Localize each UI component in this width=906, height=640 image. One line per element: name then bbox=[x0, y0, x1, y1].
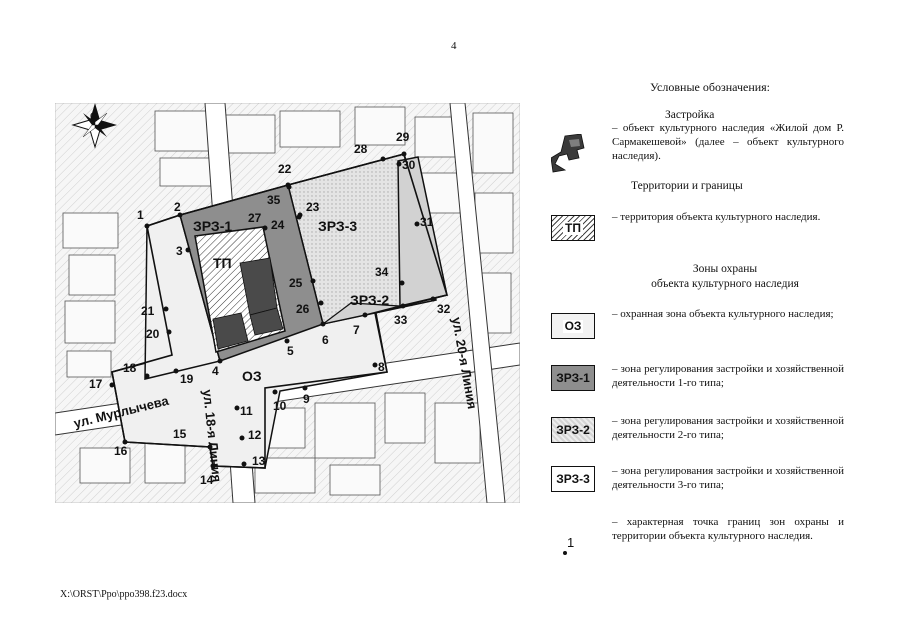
point-15: 15 bbox=[173, 427, 187, 441]
heritage-building-icon bbox=[551, 134, 585, 173]
point-17: 17 bbox=[89, 377, 103, 391]
point-7: 7 bbox=[353, 323, 360, 337]
point-24: 24 bbox=[271, 218, 285, 232]
zones-header-line2: объекта культурного наследия bbox=[651, 278, 799, 290]
legend-title: Условные обозначения: bbox=[650, 80, 771, 94]
point-33: 33 bbox=[394, 313, 408, 327]
label-oz: ОЗ bbox=[242, 368, 262, 384]
point-3: 3 bbox=[176, 244, 183, 258]
point-21: 21 bbox=[141, 304, 155, 318]
point-legend-label: 1 bbox=[567, 535, 575, 550]
oz-legend-swatch: ОЗ bbox=[551, 313, 595, 339]
boundary-points: 1 2 3 4 5 6 7 8 9 10 11 12 13 14 15 16 1… bbox=[89, 130, 451, 487]
zones-header: Зоны охраны объекта культурного наследия bbox=[618, 262, 832, 292]
point-32: 32 bbox=[437, 302, 451, 316]
point-27: 27 bbox=[248, 211, 262, 225]
compass-label: С bbox=[90, 111, 97, 121]
tp-description: – территория объекта культурного наследи… bbox=[612, 211, 821, 223]
point-14: 14 bbox=[200, 473, 214, 487]
cadastre-blocks bbox=[62, 106, 514, 496]
file-path-footer: X:\ORST\Ppo\ppo398.f23.docx bbox=[60, 589, 188, 600]
oz-description: – охранная зона объекта культурного насл… bbox=[612, 308, 834, 320]
point-30: 30 bbox=[402, 158, 416, 172]
point-4: 4 bbox=[212, 364, 219, 378]
zrz1-legend-swatch: ЗРЗ-1 bbox=[551, 365, 595, 391]
point-34: 34 bbox=[375, 265, 389, 279]
point-18: 18 bbox=[123, 361, 137, 375]
boundary-line bbox=[111, 153, 449, 469]
point-22: 22 bbox=[278, 162, 292, 176]
zone-map: С ул. Мурлычева ул. 18-я Линия ул. 20-я … bbox=[55, 103, 520, 503]
point-8: 8 bbox=[378, 360, 385, 374]
point-12: 12 bbox=[248, 428, 262, 442]
point-10: 10 bbox=[273, 399, 287, 413]
point-20: 20 bbox=[146, 327, 160, 341]
building-description: – объект культурного наследия «Жилой дом… bbox=[612, 122, 844, 162]
point-6: 6 bbox=[322, 333, 329, 347]
zrz3-legend-swatch: ЗРЗ-3 bbox=[551, 466, 595, 492]
point-25: 25 bbox=[289, 276, 303, 290]
point-9: 9 bbox=[303, 392, 310, 406]
label-zrz2: ЗРЗ-2 bbox=[350, 292, 389, 308]
zones-header-line1: Зоны охраны bbox=[692, 263, 758, 275]
zrz2-legend-swatch: ЗРЗ-2 bbox=[551, 417, 595, 443]
zrz1-description: – зона регулирования застройки и хозяйст… bbox=[612, 363, 844, 389]
point-29: 29 bbox=[396, 130, 410, 144]
label-zrz1: ЗРЗ-1 bbox=[193, 218, 232, 234]
tp-legend-swatch: ТП bbox=[551, 215, 595, 241]
point-31: 31 bbox=[420, 215, 434, 229]
label-zrz3: ЗРЗ-3 bbox=[318, 218, 357, 234]
point-19: 19 bbox=[180, 372, 194, 386]
point-23: 23 bbox=[306, 200, 320, 214]
territory-header: Территории и границы bbox=[631, 180, 743, 192]
compass-icon bbox=[71, 103, 117, 149]
point-1: 1 bbox=[137, 208, 144, 222]
zrz2-description: – зона регулирования застройки и хозяйст… bbox=[612, 415, 844, 441]
label-tp: ТП bbox=[213, 255, 232, 271]
point-35: 35 bbox=[267, 193, 281, 207]
zrz3-description: – зона регулирования застройки и хозяйст… bbox=[612, 465, 844, 491]
point-26: 26 bbox=[296, 302, 310, 316]
building-header: Застройка bbox=[665, 109, 715, 121]
point-2: 2 bbox=[174, 200, 181, 214]
point-11: 11 bbox=[240, 404, 253, 418]
point-13: 13 bbox=[252, 454, 266, 468]
point-16: 16 bbox=[114, 444, 128, 458]
heritage-building bbox=[212, 257, 284, 350]
point-28: 28 bbox=[354, 142, 368, 156]
page-number: 4 bbox=[451, 40, 457, 52]
boundary-point-icon: 1 bbox=[563, 535, 574, 555]
point-5: 5 bbox=[287, 344, 294, 358]
point-description: – характерная точка границ зон охраны и … bbox=[612, 516, 844, 542]
